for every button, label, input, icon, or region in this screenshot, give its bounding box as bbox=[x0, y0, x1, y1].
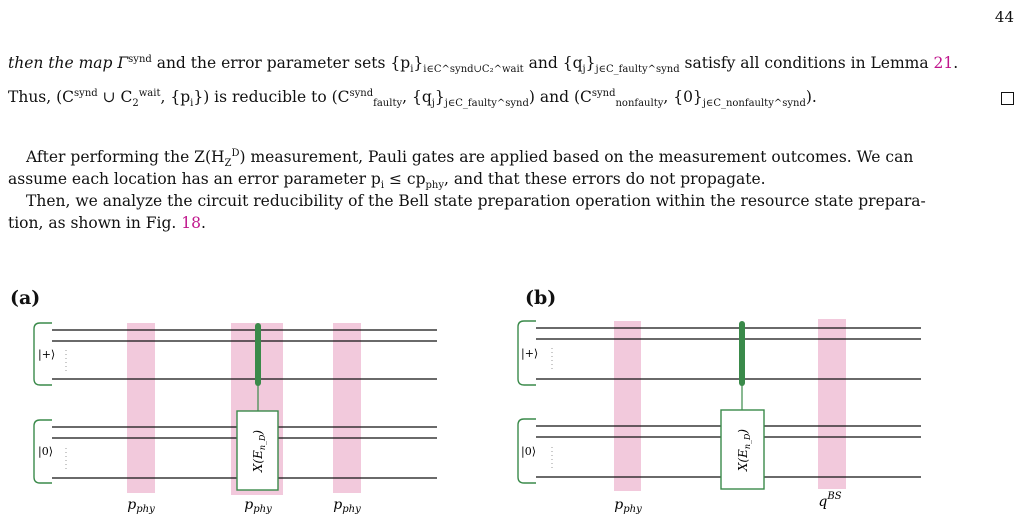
noise-band bbox=[614, 321, 641, 491]
state-prep-bracket bbox=[517, 320, 536, 386]
ket-zero-label: |0⟩ bbox=[521, 445, 536, 459]
paragraph-lemma-conclusion: then the map Γsynd and the error paramet… bbox=[8, 52, 1014, 110]
ket-zero-label: |0⟩ bbox=[38, 445, 53, 459]
ket-plus-label: |+⟩ bbox=[38, 348, 55, 362]
lemma-reference-link[interactable]: 21 bbox=[933, 54, 954, 72]
noise-label: pphy bbox=[244, 497, 272, 515]
panel-b-label: (b) bbox=[525, 287, 557, 309]
page-number: 44 bbox=[994, 8, 1014, 26]
paragraph-bell-state: Then, we analyze the circuit reducibilit… bbox=[8, 190, 1014, 234]
noise-label: pphy bbox=[127, 497, 155, 515]
panel-a-label: (a) bbox=[10, 287, 41, 309]
state-prep-bracket bbox=[33, 419, 52, 484]
x-gate-box bbox=[236, 410, 279, 491]
figure-reference-link[interactable]: 18 bbox=[181, 214, 202, 232]
svg-text:X(En_D): X(En_D) bbox=[736, 429, 752, 473]
qed-square bbox=[1001, 92, 1014, 105]
noise-label: pphy bbox=[614, 497, 642, 515]
state-prep-bracket bbox=[33, 322, 52, 386]
noise-band bbox=[333, 323, 361, 493]
paragraph-pauli-gates: After performing the Z(HZD) measurement,… bbox=[8, 146, 1014, 192]
ket-plus-label: |+⟩ bbox=[521, 347, 538, 361]
noise-label: pphy bbox=[333, 497, 361, 515]
svg-text:X(En_D): X(En_D) bbox=[251, 430, 267, 474]
noise-band bbox=[818, 319, 846, 489]
text-line: After performing the Z(HZD) measurement,… bbox=[26, 147, 914, 170]
x-gate-label: X(En_D) bbox=[251, 430, 267, 474]
x-gate-box bbox=[720, 409, 765, 490]
noise-label-qbs: qBS bbox=[818, 491, 841, 510]
text-line: Thus, (Csynd ∪ C2wait, {pi}) is reducibl… bbox=[8, 87, 817, 110]
text-line: tion, as shown in Fig. 18. bbox=[8, 214, 206, 232]
noise-band bbox=[127, 323, 155, 493]
x-gate-label: X(En_D) bbox=[736, 429, 752, 473]
text-line: assume each location has an error parame… bbox=[8, 170, 766, 192]
circuit-panel-a: |+⟩ |0⟩ X(En_D) pphy pphy pphy bbox=[33, 322, 437, 515]
text-line: Then, we analyze the circuit reducibilit… bbox=[26, 192, 926, 210]
circuit-panel-b: |+⟩ |0⟩ X(En_D) pphy qBS bbox=[517, 319, 921, 515]
state-prep-bracket bbox=[517, 418, 536, 484]
text-line: then the map Γsynd and the error paramet… bbox=[8, 53, 959, 76]
